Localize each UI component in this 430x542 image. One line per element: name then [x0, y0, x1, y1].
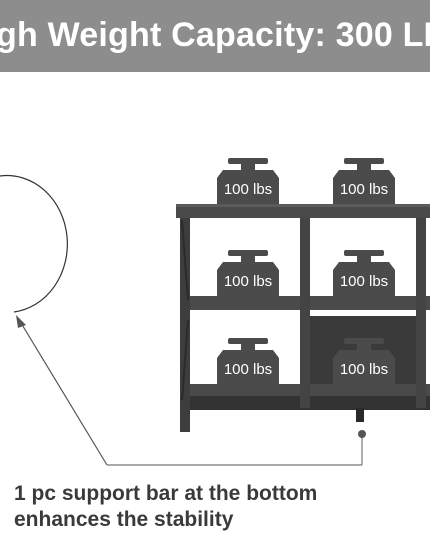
caption: 1 pc support bar at the bottom enhances … [14, 481, 424, 533]
weight-icon: 100 lbs [333, 250, 395, 296]
weight-label: 100 lbs [224, 273, 272, 290]
zoom-circle [0, 174, 68, 313]
weights: 100 lbs 100 lbs 100 lbs 100 lbs 100 lbs 100 l… [217, 158, 395, 384]
banner-title: gh Weight Capacity: 300 LBS [0, 16, 430, 54]
caption-line-1: 1 pc support bar at the bottom [14, 482, 318, 505]
weight-icon: 100 lbs [333, 338, 395, 384]
weight-icon: 100 lbs [217, 250, 279, 296]
weight-label: 100 lbs [340, 273, 388, 290]
weight-label: 100 lbs [224, 181, 272, 198]
weight-icon: 100 lbs [333, 158, 395, 204]
divider-2 [416, 218, 426, 408]
weight-icon: 100 lbs [217, 338, 279, 384]
shelf-diagram: 100 lbs 100 lbs 100 lbs 100 lbs 100 lbs 100 l… [0, 158, 430, 466]
callout-line-diagonal [17, 317, 108, 466]
weight-icon: 100 lbs [217, 158, 279, 204]
caption-line-2: enhances the stability [14, 508, 234, 531]
capacity-banner: gh Weight Capacity: 300 LBS [0, 0, 430, 72]
support-bar-dot [358, 430, 366, 438]
top-board [176, 204, 430, 218]
support-bar [356, 408, 364, 422]
weight-label: 100 lbs [224, 361, 272, 378]
left-panel [180, 218, 190, 432]
product-illustration: 100 lbs 100 lbs 100 lbs 100 lbs 100 lbs 100 l… [0, 72, 430, 537]
callout-arrowhead [16, 315, 26, 328]
weight-label: 100 lbs [340, 361, 388, 378]
bookcase [176, 204, 430, 432]
weight-label: 100 lbs [340, 181, 388, 198]
divider-1 [300, 218, 310, 408]
